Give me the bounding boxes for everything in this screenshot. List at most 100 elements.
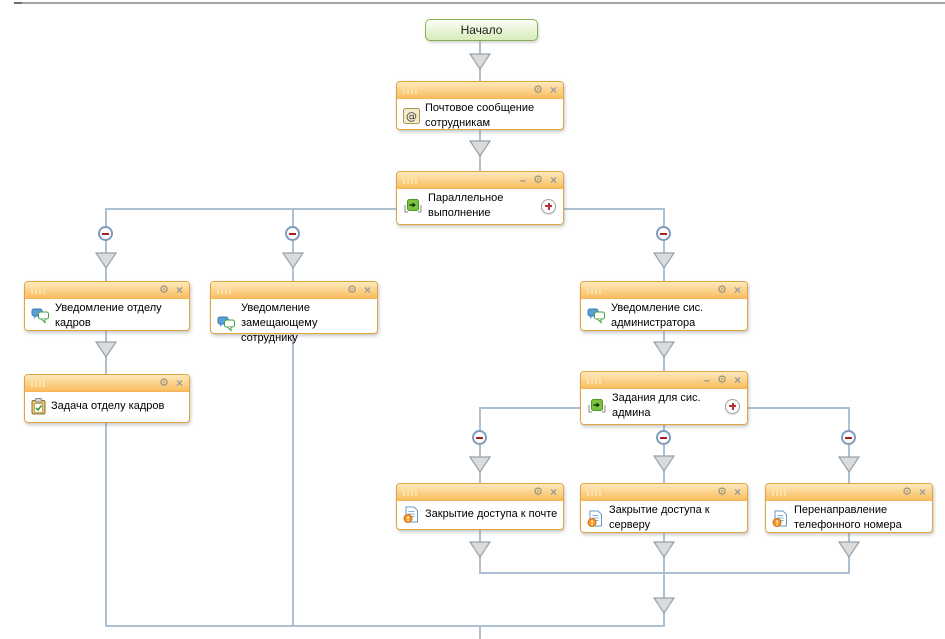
node-header[interactable]: ⚙ × — [211, 282, 377, 299]
collapse-branch-icon[interactable] — [656, 430, 671, 445]
node-header[interactable]: ⚙ × — [397, 82, 563, 99]
connector-line — [105, 423, 107, 627]
drag-grip-icon[interactable] — [587, 376, 601, 384]
connector-line — [105, 625, 665, 627]
node-parallel-main[interactable]: – ⚙ × Параллельное выполнение — [396, 171, 564, 225]
node-header[interactable]: ⚙ × — [25, 375, 189, 392]
start-node[interactable]: Начало — [425, 19, 538, 41]
doc-warning-icon — [587, 510, 604, 527]
node-title: Уведомление замещающему сотруднику — [241, 302, 318, 344]
node-parallel-admin[interactable]: – ⚙ × Задания для сис. админа — [580, 371, 748, 425]
connector-line — [105, 208, 665, 210]
node-close-server[interactable]: ⚙ × Закрытие доступа к серверу — [580, 483, 748, 533]
connector-line — [848, 407, 850, 483]
flow-arrow-icon — [469, 140, 491, 157]
close-icon[interactable]: × — [549, 173, 557, 187]
minimize-icon[interactable]: – — [519, 173, 527, 187]
gear-icon[interactable]: ⚙ — [159, 284, 169, 296]
collapse-branch-icon[interactable] — [285, 226, 300, 241]
collapse-branch-icon[interactable] — [98, 226, 113, 241]
mail-icon: @ — [403, 108, 420, 124]
canvas-top-border-cap — [14, 2, 22, 4]
close-icon[interactable]: × — [733, 283, 741, 297]
close-icon[interactable]: × — [549, 485, 557, 499]
gear-icon[interactable]: ⚙ — [347, 284, 357, 296]
drag-grip-icon[interactable] — [217, 286, 231, 294]
gear-icon[interactable]: ⚙ — [159, 377, 169, 389]
add-branch-icon[interactable] — [725, 398, 740, 414]
node-title: Параллельное выполнение — [428, 192, 504, 219]
doc-warning-icon — [403, 506, 420, 523]
add-branch-icon[interactable] — [541, 198, 556, 214]
flow-arrow-icon — [838, 541, 860, 558]
flow-arrow-icon — [653, 341, 675, 358]
close-icon[interactable]: × — [363, 283, 371, 297]
node-redirect-phone[interactable]: ⚙ × Перенаправление телефонного номера — [765, 483, 933, 533]
flow-arrow-icon — [95, 252, 117, 269]
node-header[interactable]: ⚙ × — [581, 484, 747, 501]
drag-grip-icon[interactable] — [403, 488, 417, 496]
gear-icon[interactable]: ⚙ — [902, 486, 912, 498]
drag-grip-icon[interactable] — [31, 379, 45, 387]
close-icon[interactable]: × — [175, 376, 183, 390]
connector-line — [663, 208, 665, 281]
node-notify-hr[interactable]: ⚙ × Уведомление отделу кадров — [24, 281, 190, 331]
node-header[interactable]: – ⚙ × — [581, 372, 747, 389]
gear-icon[interactable]: ⚙ — [533, 84, 543, 96]
gear-icon[interactable]: ⚙ — [717, 374, 727, 386]
node-task-hr[interactable]: ⚙ × Задача отделу кадров — [24, 374, 190, 423]
node-title: Перенаправление телефонного номера — [794, 504, 902, 531]
chat-icon — [217, 316, 236, 332]
node-title: Уведомление отделу кадров — [55, 302, 162, 329]
close-icon[interactable]: × — [549, 83, 557, 97]
drag-grip-icon[interactable] — [403, 176, 417, 184]
connector-line — [479, 625, 481, 639]
drag-grip-icon[interactable] — [587, 286, 601, 294]
flow-arrow-icon — [838, 456, 860, 473]
node-header[interactable]: ⚙ × — [581, 282, 747, 299]
node-notify-deputy[interactable]: ⚙ × Уведомление замещающему сотруднику — [210, 281, 378, 344]
node-notify-sysadmin[interactable]: ⚙ × Уведомление сис. администратора — [580, 281, 748, 331]
start-node-label: Начало — [460, 23, 503, 37]
connector-line — [663, 425, 665, 483]
connector-line — [105, 208, 107, 281]
node-close-mail[interactable]: ⚙ × Закрытие доступа к почте — [396, 483, 564, 530]
flow-arrow-icon — [653, 252, 675, 269]
node-mail-message[interactable]: ⚙ × @ Почтовое сообщение сотрудникам — [396, 81, 564, 130]
minimize-icon[interactable]: – — [703, 373, 711, 387]
close-icon[interactable]: × — [175, 283, 183, 297]
node-header[interactable]: ⚙ × — [25, 282, 189, 299]
drag-grip-icon[interactable] — [31, 286, 45, 294]
close-icon[interactable]: × — [733, 485, 741, 499]
drag-grip-icon[interactable] — [772, 488, 786, 496]
chat-icon — [587, 308, 606, 324]
parallel-icon — [403, 198, 423, 215]
gear-icon[interactable]: ⚙ — [717, 284, 727, 296]
svg-text:@: @ — [406, 110, 417, 123]
drag-grip-icon[interactable] — [403, 86, 417, 94]
collapse-branch-icon[interactable] — [656, 226, 671, 241]
close-icon[interactable]: × — [918, 485, 926, 499]
connector-line — [292, 334, 294, 627]
collapse-branch-icon[interactable] — [841, 430, 856, 445]
node-header[interactable]: ⚙ × — [397, 484, 563, 501]
gear-icon[interactable]: ⚙ — [533, 174, 543, 186]
node-header[interactable]: ⚙ × — [766, 484, 932, 501]
flow-arrow-icon — [653, 455, 675, 472]
flow-arrow-icon — [282, 252, 304, 269]
node-title: Закрытие доступа к почте — [425, 508, 558, 520]
node-header[interactable]: – ⚙ × — [397, 172, 563, 189]
close-icon[interactable]: × — [733, 373, 741, 387]
collapse-branch-icon[interactable] — [472, 430, 487, 445]
gear-icon[interactable]: ⚙ — [717, 486, 727, 498]
doc-warning-icon — [772, 510, 789, 527]
flow-arrow-icon — [469, 541, 491, 558]
node-title: Закрытие доступа к серверу — [609, 504, 710, 531]
canvas-top-border — [14, 2, 945, 4]
chat-icon — [31, 308, 50, 324]
connector-line — [292, 208, 294, 281]
node-title: Уведомление сис. администратора — [611, 302, 704, 329]
gear-icon[interactable]: ⚙ — [533, 486, 543, 498]
drag-grip-icon[interactable] — [587, 488, 601, 496]
